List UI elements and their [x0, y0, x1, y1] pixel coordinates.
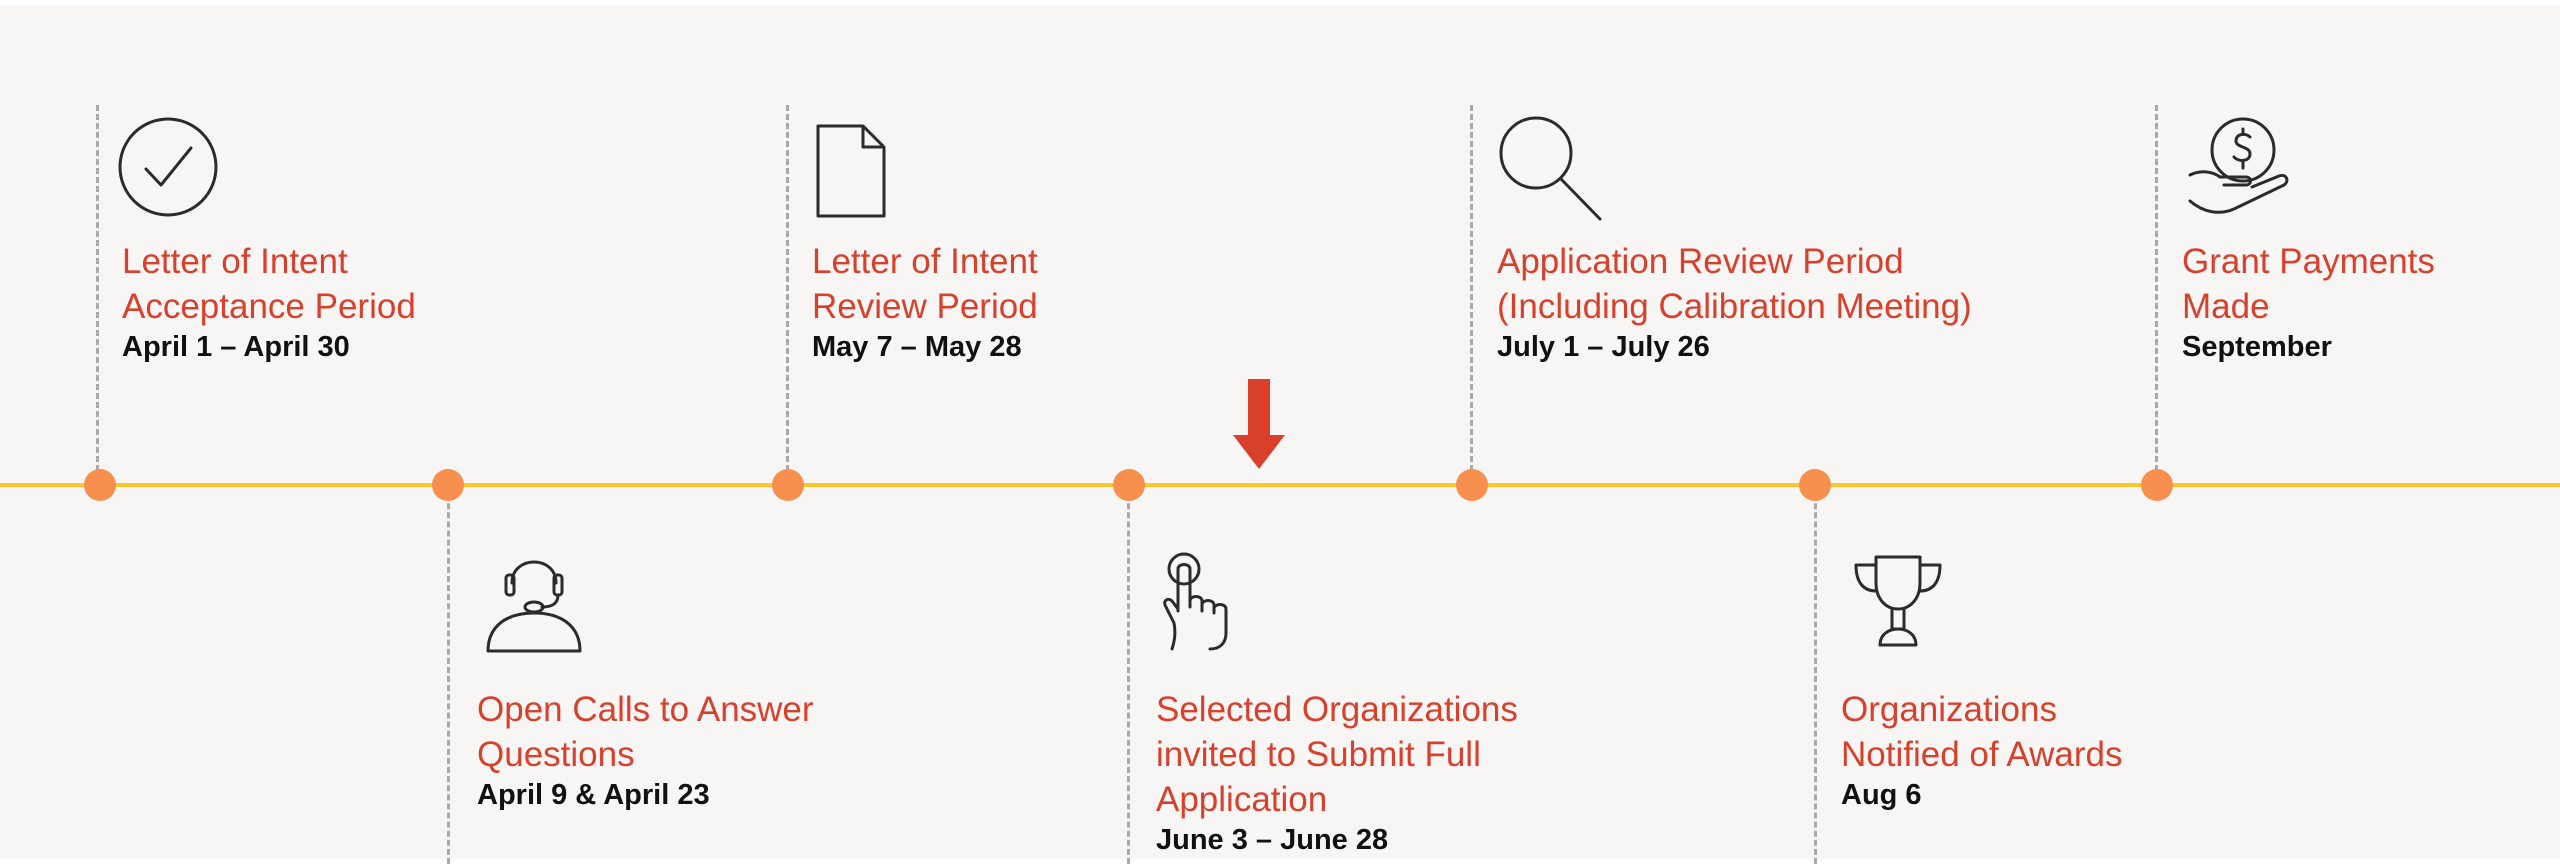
milestone-open-calls: Open Calls to Answer Questions April 9 &… — [477, 687, 814, 813]
trophy-icon — [1850, 553, 1946, 649]
milestone-date: June 3 – June 28 — [1156, 824, 1389, 856]
milestone-title-line: Application — [1156, 780, 1328, 819]
milestone-letter-of-intent-review: Letter of Intent Review Period May 7 – M… — [812, 239, 1038, 365]
connector-letter-of-intent-acceptance — [96, 105, 99, 471]
milestone-title-line: (Including Calibration Meeting) — [1497, 287, 1972, 326]
connector-organizations-notified — [1814, 485, 1817, 864]
milestone-title-line: invited to Submit Full — [1156, 735, 1481, 774]
connector-selected-organizations — [1127, 485, 1130, 864]
milestone-date: September — [2182, 331, 2332, 363]
milestone-title-line: Questions — [477, 735, 635, 774]
magnifying-glass-icon — [1498, 115, 1604, 223]
milestone-title-line: Notified of Awards — [1841, 735, 2123, 774]
milestone-title-line: Grant Payments — [2182, 242, 2435, 281]
down-arrow-icon — [1233, 379, 1285, 474]
milestone-date: July 1 – July 26 — [1497, 331, 1710, 363]
milestone-dot-application-review — [1456, 469, 1488, 501]
milestone-dot-selected-organizations — [1113, 469, 1145, 501]
milestone-selected-organizations: Selected Organizations invited to Submit… — [1156, 687, 1518, 858]
milestone-date: Aug 6 — [1841, 779, 1922, 811]
hand-money-icon — [2186, 115, 2294, 223]
milestone-date: May 7 – May 28 — [812, 331, 1022, 363]
timeline-line — [0, 483, 2560, 487]
milestone-title-line: Review Period — [812, 287, 1038, 326]
milestone-title-line: Application Review Period — [1497, 242, 1904, 281]
milestone-organizations-notified: Organizations Notified of Awards Aug 6 — [1841, 687, 2122, 813]
milestone-dot-letter-of-intent-acceptance — [84, 469, 116, 501]
pointing-hand-icon — [1162, 551, 1230, 653]
connector-grant-payments — [2155, 105, 2158, 471]
milestone-letter-of-intent-acceptance: Letter of Intent Acceptance Period April… — [122, 239, 416, 365]
checkmark-circle-icon — [116, 115, 220, 219]
connector-letter-of-intent-review — [786, 105, 789, 471]
milestone-dot-letter-of-intent-review — [772, 469, 804, 501]
milestone-grant-payments: Grant Payments Made September — [2182, 239, 2435, 365]
milestone-dot-open-calls — [432, 469, 464, 501]
connector-open-calls — [447, 485, 450, 864]
milestone-application-review: Application Review Period (Including Cal… — [1497, 239, 1972, 365]
headset-person-icon — [486, 549, 582, 655]
milestone-title-line: Selected Organizations — [1156, 690, 1518, 729]
milestone-title-line: Open Calls to Answer — [477, 690, 814, 729]
milestone-title-line: Organizations — [1841, 690, 2057, 729]
milestone-title-line: Letter of Intent — [812, 242, 1038, 281]
milestone-dot-grant-payments — [2141, 469, 2173, 501]
milestone-date: April 1 – April 30 — [122, 331, 350, 363]
milestone-date: April 9 & April 23 — [477, 779, 710, 811]
connector-application-review — [1470, 105, 1473, 471]
milestone-title-line: Letter of Intent — [122, 242, 348, 281]
milestone-title-line: Acceptance Period — [122, 287, 416, 326]
document-icon — [815, 123, 887, 219]
milestone-title-line: Made — [2182, 287, 2270, 326]
milestone-dot-organizations-notified — [1799, 469, 1831, 501]
